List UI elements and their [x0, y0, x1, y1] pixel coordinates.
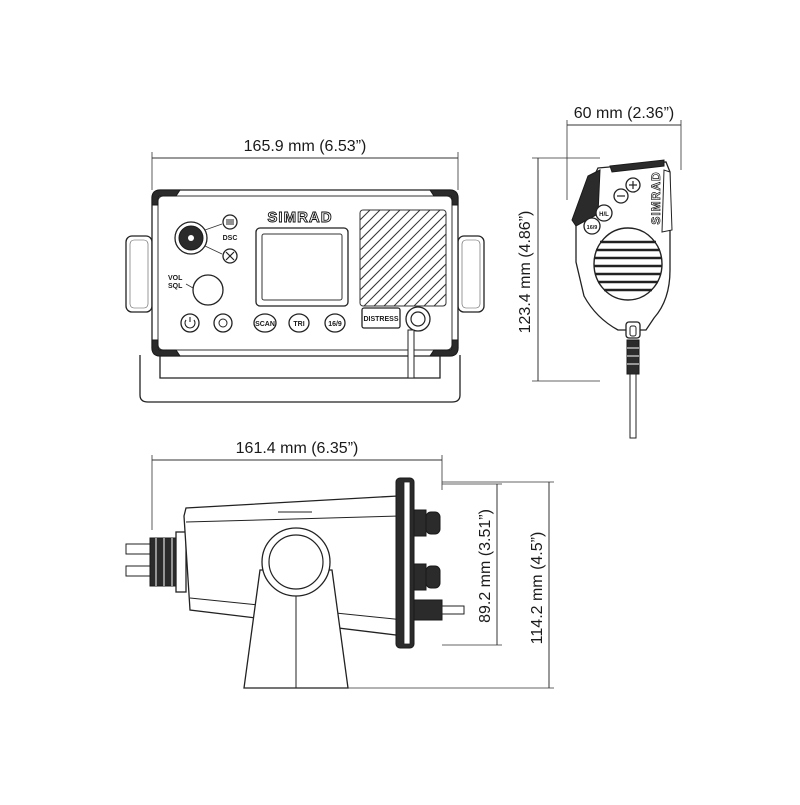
mic-grille	[593, 227, 663, 301]
ch16-label: 16/9	[328, 321, 342, 328]
radio-brand-logo: SIMRAD	[267, 209, 332, 226]
tri-label: TRI	[293, 321, 304, 328]
sql-label: SQL	[168, 283, 183, 290]
front-height-label: 123.4 mm (4.86”)	[517, 211, 534, 334]
side-view: 161.4 mm (6.35”) 89.2 mm (3.51”) 114.2 m…	[125, 440, 554, 689]
scan-button[interactable]	[253, 313, 277, 333]
mic-brand-logo: SIMRAD	[649, 171, 663, 224]
distress-button[interactable]	[361, 307, 401, 329]
volume-knob[interactable]	[192, 274, 224, 306]
microphone-view: 60 mm (2.36”) 123.4 mm (4.86”) SIMRAD H/…	[517, 105, 682, 439]
mic-ch16-label: 16/9	[587, 225, 598, 231]
mounting-bracket	[125, 235, 485, 403]
scan-label: SCAN	[255, 321, 275, 328]
radio-display	[255, 227, 349, 307]
mic-hl-button[interactable]	[595, 204, 613, 222]
mic-ch16-button[interactable]	[583, 217, 601, 235]
side-mic-connector	[413, 599, 443, 621]
power-button[interactable]	[180, 313, 200, 333]
side-depth-label: 161.4 mm (6.35”)	[236, 440, 359, 457]
side-height-label: 114.2 mm (4.5”)	[529, 532, 546, 645]
side-depth-dimension: 161.4 mm (6.35”)	[151, 440, 443, 530]
side-bracket	[243, 527, 349, 689]
mic-width-label: 60 mm (2.36”)	[574, 105, 674, 122]
ch16-button[interactable]	[324, 313, 346, 333]
front-view: 165.9 mm (6.53”) SIMRAD	[125, 138, 485, 403]
speaker-grille	[359, 209, 447, 307]
front-width-dimension: 165.9 mm (6.53”)	[151, 138, 459, 190]
dsc-label: DSC	[223, 235, 238, 242]
mic-cable	[625, 321, 641, 439]
side-knob-upper	[413, 509, 427, 537]
vol-label: VOL	[168, 275, 183, 282]
tri-button[interactable]	[288, 313, 310, 333]
mic-socket	[405, 306, 431, 332]
side-depth-panel-label: 89.2 mm (3.51”)	[477, 509, 494, 623]
side-height-dimension: 114.2 mm (4.5”)	[320, 481, 554, 689]
mic-height-dimension: 123.4 mm (4.86”)	[517, 157, 600, 382]
side-knob-lower	[413, 563, 427, 591]
panel-depth-dimension: 89.2 mm (3.51”)	[442, 483, 502, 646]
front-width-label: 165.9 mm (6.53”)	[244, 138, 367, 155]
mic-hl-label: H/L	[599, 212, 609, 218]
mic-width-dimension: 60 mm (2.36”)	[566, 105, 682, 200]
light-button[interactable]	[213, 313, 233, 333]
radio-front-panel: SIMRAD	[151, 189, 459, 379]
distress-label: DISTRESS	[363, 316, 398, 323]
rear-connectors	[125, 531, 187, 593]
